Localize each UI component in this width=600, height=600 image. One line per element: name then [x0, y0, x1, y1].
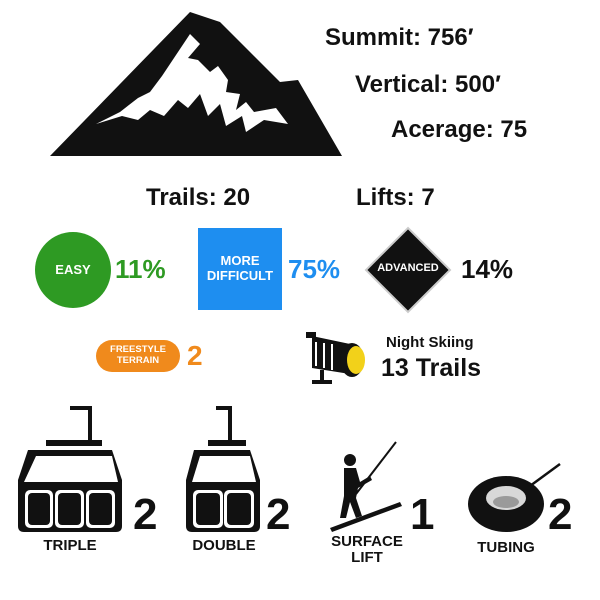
freestyle-label-line1: FREESTYLE [110, 344, 166, 356]
trails-total: Trails: 20 [146, 184, 251, 211]
easy-badge: EASY [35, 232, 111, 308]
night-skiing-label: Night Skiing [386, 334, 474, 351]
mountain-icon [50, 12, 342, 158]
lifts-total: Lifts: 7 [356, 184, 435, 211]
surface-lift-icon [326, 440, 402, 532]
surface-lift-label: SURFACE LIFT [324, 534, 410, 566]
easy-percent: 11% [115, 254, 166, 284]
triple-lift-label: TRIPLE [43, 537, 97, 554]
advanced-percent: 14% [461, 254, 514, 284]
double-lift-count: 2 [266, 490, 291, 539]
more-difficult-label-line2: DIFFICULT [206, 268, 274, 283]
tube-icon [466, 462, 562, 534]
freestyle-label-line2: TERRAIN [116, 355, 160, 366]
advanced-badge: ADVANCED [364, 226, 452, 314]
acreage-stat: Acerage: 75 [391, 116, 528, 143]
summit-stat: Summit: 756′ [325, 24, 474, 51]
double-lift-label: DOUBLE [192, 537, 256, 554]
tubing-count: 2 [548, 490, 573, 539]
freestyle-terrain-badge: FREESTYLE TERRAIN [96, 340, 180, 372]
surface-lift-label-line2: LIFT [351, 548, 383, 566]
more-difficult-badge: MORE DIFFICULT [198, 228, 282, 310]
triple-lift-count: 2 [133, 490, 158, 539]
advanced-badge-label: ADVANCED [377, 262, 439, 274]
more-difficult-label-line1: MORE [220, 253, 260, 269]
vertical-stat: Vertical: 500′ [355, 71, 501, 98]
freestyle-count: 2 [187, 340, 203, 371]
easy-badge-label: EASY [55, 261, 91, 277]
tubing-label: TUBING [477, 539, 535, 556]
floodlight-icon [302, 330, 372, 386]
gondola-double-icon [186, 406, 264, 536]
surface-lift-count: 1 [410, 490, 435, 539]
night-skiing-trails: 13 Trails [381, 354, 482, 382]
gondola-triple-icon [18, 406, 128, 536]
more-difficult-percent: 75% [288, 254, 341, 284]
surface-lift-label-line1: SURFACE [331, 533, 403, 550]
